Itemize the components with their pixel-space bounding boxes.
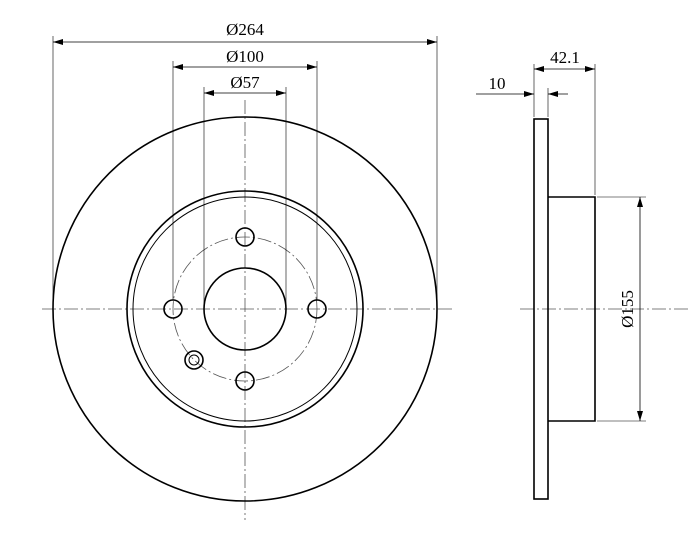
dim-disc-thickness: 10 [476, 74, 568, 117]
dim-bolt-circle-diameter: Ø100 [172, 47, 318, 300]
outer-rim-circle [52, 116, 438, 502]
hat-outer-circle [126, 190, 364, 428]
dim-overall-height: 42.1 [533, 48, 596, 195]
bolt-circle-diameter-label: Ø100 [226, 47, 264, 66]
bolt-hole-bottom [235, 371, 255, 391]
locating-hole-outer [184, 350, 204, 370]
bolt-hole-top [235, 227, 255, 247]
center-bore-diameter-label: Ø57 [230, 73, 260, 92]
dim-outer-diameter: Ø264 [52, 20, 438, 300]
disc-ring-profile [533, 118, 549, 500]
overall-height-label: 42.1 [550, 48, 580, 67]
hat-profile [548, 196, 596, 422]
disc-thickness-label: 10 [489, 74, 506, 93]
center-bore-circle [203, 267, 287, 351]
bolt-circle [172, 236, 318, 382]
side-view: 42.1 10 Ø155 [476, 48, 689, 500]
hat-diameter-label: Ø155 [618, 290, 637, 328]
locating-hole-inner [188, 354, 200, 366]
dim-hat-diameter: Ø155 [597, 196, 646, 422]
dim-center-bore-diameter: Ø57 [203, 73, 287, 305]
outer-diameter-label: Ø264 [226, 20, 264, 39]
hat-inner-circle [132, 196, 358, 422]
front-view: Ø264 Ø100 Ø57 [42, 20, 452, 520]
